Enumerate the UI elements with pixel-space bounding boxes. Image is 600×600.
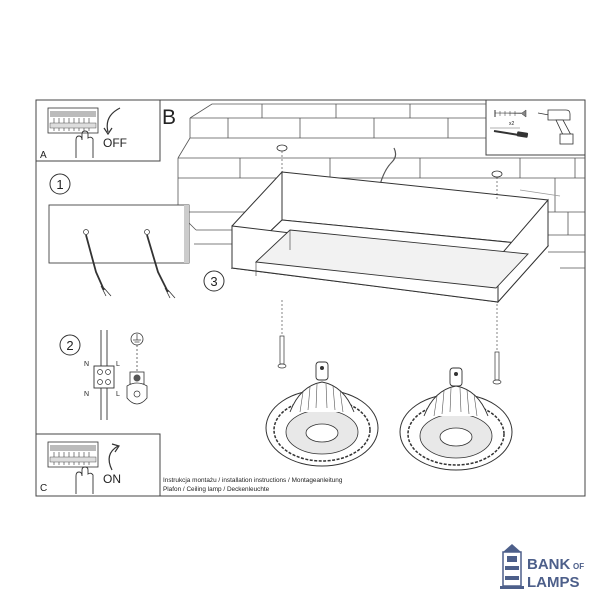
hand-icon [75, 466, 94, 494]
wire-l-top: L [116, 361, 120, 368]
panel-b-letter: B [162, 106, 176, 129]
ceiling-anchor-icons [276, 144, 503, 200]
panel-a-letter: A [40, 150, 47, 161]
mounting-screw-right [492, 304, 502, 385]
screwdriver-icon [493, 130, 529, 138]
step-1-wires-panel [48, 204, 190, 299]
panel-a-switch-off: A OFF [35, 99, 161, 162]
step-3-badge: 3 [203, 270, 225, 292]
lighthouse-icon [500, 544, 524, 589]
drill-icon [537, 109, 574, 145]
rotate-arrow-icon [108, 445, 119, 471]
ground-terminal-icon [126, 332, 148, 405]
fuse-box-icon [47, 441, 99, 468]
lamp-bulb-left [265, 361, 379, 467]
panel-a-action: OFF [103, 136, 127, 150]
brand-line-2: LAMPS [527, 574, 580, 591]
wire-l-bottom: L [116, 391, 120, 398]
svg-text:2: 2 [66, 338, 73, 353]
svg-text:3: 3 [210, 274, 217, 289]
caption-line-1: Instrukcja montażu / installation instru… [163, 477, 343, 484]
panel-c-switch-on: C ON [35, 433, 161, 497]
svg-text:1: 1 [56, 177, 63, 192]
screw-dowel-icon [494, 109, 527, 118]
tools-multiplier: x2 [509, 121, 515, 127]
brand-line-1: BANK [527, 556, 570, 573]
panel-c-action: ON [103, 472, 121, 486]
step-2-badge: 2 [59, 334, 81, 356]
caption-line-2: Plafon / Ceiling lamp / Deckenleuchte [163, 486, 270, 493]
terminal-block-icon: N L N L [84, 330, 120, 420]
wire-n-bottom: N [84, 391, 89, 398]
wire-n-top: N [84, 361, 89, 368]
housing-box [230, 170, 550, 304]
fuse-box-icon [47, 107, 99, 134]
ceiling-drawing [177, 103, 585, 269]
mounting-screw-left [277, 300, 287, 369]
step-1-badge: 1 [49, 173, 71, 195]
rotate-arrow-icon [106, 107, 121, 133]
panel-c-letter: C [40, 483, 47, 494]
bank-of-lamps-logo: BANK OF LAMPS [500, 544, 584, 591]
sheet-frame [35, 99, 586, 497]
tools-box: x2 [485, 99, 586, 156]
power-cable [379, 147, 397, 186]
lamp-bulb-right [399, 367, 513, 471]
brand-of: OF [573, 562, 584, 571]
hand-icon [75, 130, 94, 158]
